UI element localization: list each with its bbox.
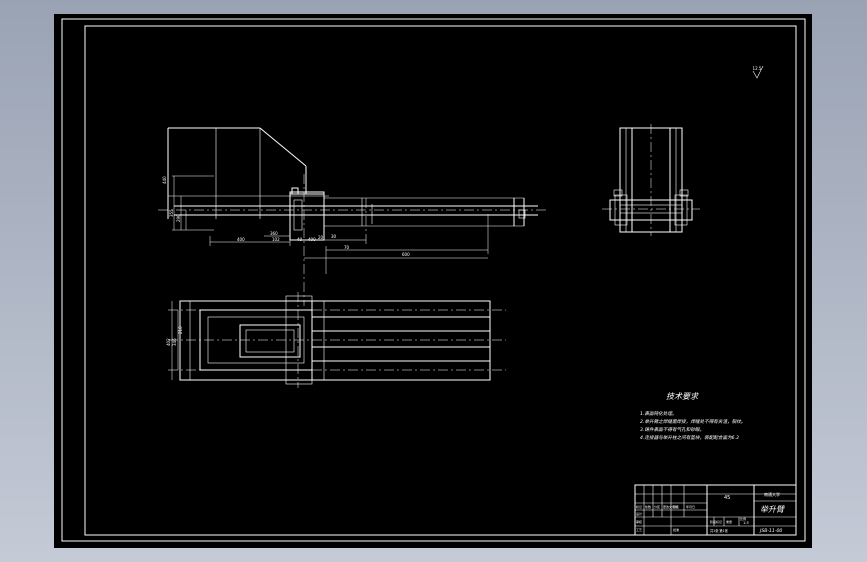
tb-role-label: 审核 [636, 519, 642, 524]
drawing-canvas: 12.5 [61, 18, 806, 542]
tb-row-label: 年月日 [686, 504, 695, 509]
tb-row-label: 签名 [673, 504, 679, 509]
tb-role-label: 工艺 [636, 527, 642, 532]
side-view [158, 127, 546, 306]
dim-label: 290 [176, 214, 181, 222]
dim-label: 346 [172, 338, 177, 346]
dim-label: 360 [270, 231, 278, 236]
roughness-value: 12.5 [753, 66, 762, 71]
tb-stage-label: 比例 [740, 516, 746, 521]
tb-material: 45 [724, 495, 730, 501]
dim-label: 440 [162, 176, 167, 184]
dim-label: 30 [331, 234, 337, 239]
top-view-dimension-labels: 402 346 210 [166, 326, 183, 346]
dim-label: 355 [169, 209, 174, 217]
outer-sheet-border [61, 18, 806, 542]
note-line: 3.铸件表面不得有气孔和砂眼。 [640, 427, 704, 433]
tb-sheet: 共1张 第1张 [710, 528, 729, 533]
note-line: 1.表面钝化处理。 [640, 411, 677, 417]
tb-row-label: 处数 [645, 504, 651, 509]
dim-label: 400 [237, 237, 245, 242]
note-line: 4.连接器与举升柱之间有垫块，装配配合面为6.3 [640, 435, 739, 441]
surface-roughness-symbol: 12.5 [753, 65, 764, 79]
dim-label: 600 [402, 252, 410, 257]
dim-label: 102 [272, 237, 280, 242]
cad-drawing-viewport[interactable]: 12.5 [54, 14, 812, 548]
dim-label: 400 [308, 237, 316, 242]
tb-company: 南通大学 [764, 491, 780, 497]
end-view [602, 124, 700, 236]
top-view [168, 292, 506, 388]
technical-requirements: 技术要求 1.表面钝化处理。 2.举升臂之焊缝需焊接，焊缝处不得有夹渣，裂纹。 … [640, 392, 745, 441]
tb-role-label: 设计 [636, 511, 642, 516]
tb-row-label: 更改文件号 [663, 504, 678, 509]
dim-label: 70 [344, 245, 350, 250]
tb-drawing-no: JSB-11-00 [759, 528, 782, 534]
tb-row-label: 分区 [654, 504, 660, 509]
title-block: 45 南通大学 举升臂 JSB-11-00 1:5 标记 处数 分区 更改文件号… [634, 484, 797, 536]
tb-row-label: 标记 [636, 504, 642, 509]
tb-part-name: 举升臂 [760, 505, 786, 514]
tb-role-label: 批准 [673, 527, 679, 532]
tb-scale: 1:5 [743, 521, 749, 525]
side-view-dimension-labels: 440 355 290 400 360 102 40 400 20 30 70 … [162, 176, 410, 257]
notes-title: 技术要求 [666, 392, 699, 401]
dim-label: 40 [297, 237, 303, 242]
note-line: 2.举升臂之焊缝需焊接，焊缝处不得有夹渣，裂纹。 [640, 419, 745, 425]
inner-drawing-frame [84, 25, 797, 536]
dim-label: 210 [178, 326, 183, 334]
dim-label: 20 [318, 235, 324, 240]
dim-label: 402 [166, 338, 171, 346]
tb-stage-label: 重量 [726, 519, 732, 524]
tb-stage-label: 阶段标记 [710, 519, 722, 524]
